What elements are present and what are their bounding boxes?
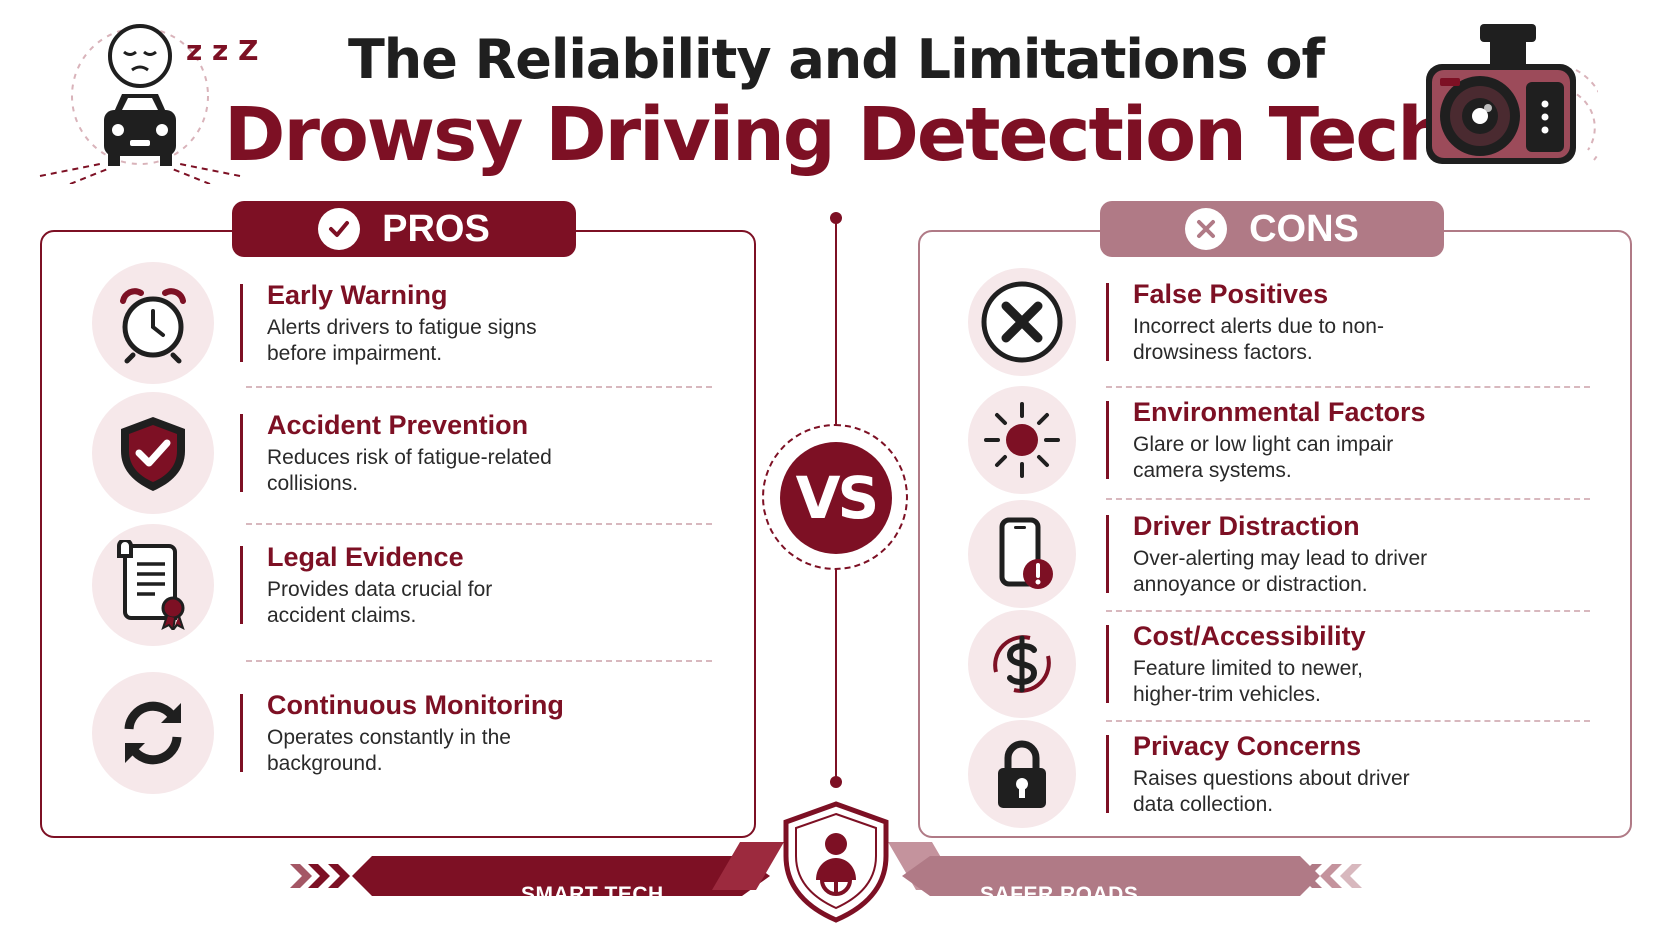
center-dot-top: [830, 212, 842, 224]
item-title: Driver Distraction: [1133, 510, 1360, 541]
item-title: Continuous Monitoring: [267, 689, 564, 720]
item-title: Early Warning: [267, 279, 448, 310]
divider: [246, 523, 712, 525]
divider: [1106, 386, 1590, 388]
vs-label: VS: [795, 464, 880, 532]
lock-icon: [968, 720, 1076, 828]
alarm-clock-icon: [92, 262, 214, 384]
check-circle-icon: [318, 208, 361, 250]
item-accent-bar: [1106, 401, 1109, 479]
con-item-driver-distraction: Driver Distraction Over-alerting may lea…: [968, 500, 1608, 608]
con-item-false-positives: False Positives Incorrect alerts due to …: [968, 268, 1608, 376]
con-item-environmental-factors: Environmental Factors Glare or low light…: [968, 386, 1608, 494]
item-title: Accident Prevention: [267, 409, 529, 440]
item-accent-bar: [1106, 283, 1109, 361]
item-desc: Raises questions about driver data colle…: [1133, 766, 1410, 816]
item-desc: Incorrect alerts due to non-drowsiness f…: [1133, 314, 1384, 364]
title-line-2: Drowsy Driving Detection Tech: [224, 92, 1450, 178]
footer-right-text: SAFER ROADS.: [980, 883, 1145, 906]
item-desc: Alerts drivers to fatigue signs before i…: [267, 315, 537, 365]
divider: [246, 386, 712, 388]
refresh-icon: [92, 672, 214, 794]
pros-label: PROS: [382, 207, 490, 250]
con-item-cost-accessibility: Cost/Accessibility Feature limited to ne…: [968, 610, 1608, 718]
divider: [246, 660, 712, 662]
item-accent-bar: [1106, 625, 1109, 703]
pro-item-accident-prevention: Accident Prevention Reduces risk of fati…: [92, 392, 712, 514]
zzz-text: z z Z: [186, 34, 259, 67]
item-title: Legal Evidence: [267, 541, 464, 572]
center-dot-bottom: [830, 776, 842, 788]
item-accent-bar: [240, 546, 243, 624]
item-desc: Feature limited to newer, higher-trim ve…: [1133, 656, 1363, 706]
item-desc: Operates constantly in the background.: [267, 725, 511, 775]
document-seal-icon: [92, 524, 214, 646]
divider: [1106, 720, 1590, 722]
x-circle-icon: [1185, 208, 1228, 250]
item-accent-bar: [240, 284, 243, 362]
item-desc: Reduces risk of fatigue-related collisio…: [267, 445, 552, 495]
shield-check-icon: [92, 392, 214, 514]
item-desc: Glare or low light can impair camera sys…: [1133, 432, 1394, 482]
cons-tab: CONS: [1100, 201, 1444, 257]
item-accent-bar: [1106, 515, 1109, 593]
item-accent-bar: [240, 414, 243, 492]
item-title: Cost/Accessibility: [1133, 620, 1366, 651]
pros-tab: PROS: [232, 201, 576, 257]
phone-alert-icon: [968, 500, 1076, 608]
item-accent-bar: [1106, 735, 1109, 813]
cons-label: CONS: [1249, 207, 1359, 250]
item-title: Environmental Factors: [1133, 396, 1426, 427]
item-title: Privacy Concerns: [1133, 730, 1362, 761]
item-title: False Positives: [1133, 278, 1329, 309]
shield-driver-icon: [776, 800, 896, 924]
dollar-icon: [968, 610, 1076, 718]
x-icon: [968, 268, 1076, 376]
pro-item-continuous-monitoring: Continuous Monitoring Operates constantl…: [92, 672, 712, 794]
item-desc: Over-alerting may lead to driver annoyan…: [1133, 546, 1428, 596]
divider: [1106, 498, 1590, 500]
footer-left-text: SMART TECH.: [521, 883, 670, 906]
pro-item-legal-evidence: Legal Evidence Provides data crucial for…: [92, 524, 712, 646]
footer-banner-graphic: [0, 820, 1672, 941]
vs-badge: VS: [780, 442, 892, 554]
dash-camera-icon: [1418, 20, 1609, 180]
con-item-privacy-concerns: Privacy Concerns Raises questions about …: [968, 720, 1608, 828]
sleepy-driver-illustration: [30, 14, 260, 185]
sun-icon: [968, 386, 1076, 494]
item-accent-bar: [240, 694, 243, 772]
divider: [1106, 610, 1590, 612]
item-desc: Provides data crucial for accident claim…: [267, 577, 493, 627]
pro-item-early-warning: Early Warning Alerts drivers to fatigue …: [92, 262, 712, 384]
title-line-1: The Reliability and Limitations of: [347, 28, 1325, 91]
